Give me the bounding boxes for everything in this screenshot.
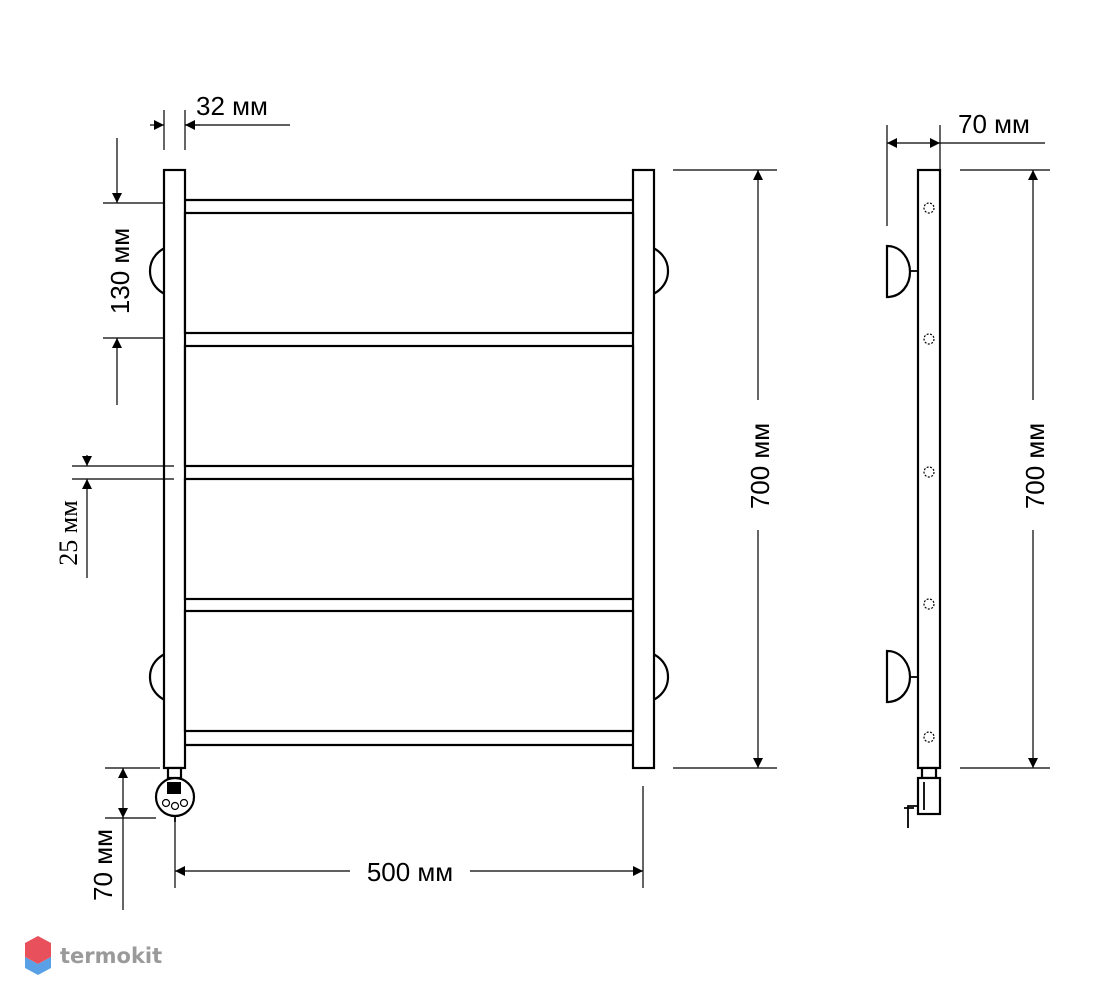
heater-button-3 bbox=[179, 798, 189, 808]
dim-top-step: 130 мм bbox=[103, 138, 164, 405]
side-marker-3 bbox=[923, 466, 935, 478]
side-bracket-bottom bbox=[885, 649, 912, 704]
heater-display bbox=[167, 782, 181, 794]
dim-height-side-label: 700 мм bbox=[1020, 423, 1050, 509]
rung-3 bbox=[183, 477, 635, 601]
dim-tube-width: 32 мм bbox=[150, 91, 290, 150]
dim-depth: 70 мм bbox=[886, 109, 1045, 226]
rung-4 bbox=[183, 609, 635, 733]
heater-button-2 bbox=[170, 801, 180, 811]
dim-height-front-label: 700 мм bbox=[745, 423, 775, 509]
rungs bbox=[183, 198, 635, 747]
side-rung-markers bbox=[923, 202, 935, 743]
brand-logo-icon bbox=[25, 936, 51, 964]
dim-depth-label: 70 мм bbox=[958, 109, 1030, 139]
dim-height-front: 700 мм bbox=[673, 169, 777, 769]
heater-neck bbox=[166, 766, 183, 780]
side-marker-1 bbox=[923, 202, 935, 214]
side-marker-2 bbox=[923, 333, 935, 345]
brand-name: termokit bbox=[60, 944, 162, 968]
dim-height-side: 700 мм bbox=[960, 169, 1050, 769]
heater-button-1 bbox=[161, 798, 171, 808]
rung-2 bbox=[183, 344, 635, 468]
left-riser bbox=[162, 168, 187, 770]
dim-tube-width-label: 32 мм bbox=[196, 91, 268, 121]
dim-gap: 25 мм bbox=[54, 455, 174, 578]
right-riser bbox=[631, 168, 656, 770]
side-view: 70 мм 700 мм bbox=[885, 109, 1050, 828]
dim-heater: 70 мм bbox=[88, 767, 160, 910]
dim-gap-label: 25 мм bbox=[54, 500, 83, 565]
brand-logo: termokit bbox=[25, 936, 162, 975]
dim-heater-label: 70 мм bbox=[88, 829, 118, 901]
heating-element bbox=[154, 766, 196, 822]
side-heater-body bbox=[916, 776, 942, 816]
side-heater bbox=[904, 766, 942, 828]
side-marker-5 bbox=[923, 731, 935, 743]
dim-width-label: 500 мм bbox=[367, 857, 453, 887]
side-bracket-top bbox=[885, 244, 912, 299]
front-view: 32 мм 130 мм 25 мм 700 мм bbox=[54, 91, 777, 910]
dim-width: 500 мм bbox=[174, 786, 644, 888]
wall-brackets-side bbox=[885, 244, 918, 704]
dim-top-step-label: 130 мм bbox=[105, 228, 135, 314]
rung-1 bbox=[183, 211, 635, 335]
side-marker-4 bbox=[923, 598, 935, 610]
side-riser bbox=[916, 168, 942, 770]
side-heater-cable bbox=[904, 805, 918, 828]
